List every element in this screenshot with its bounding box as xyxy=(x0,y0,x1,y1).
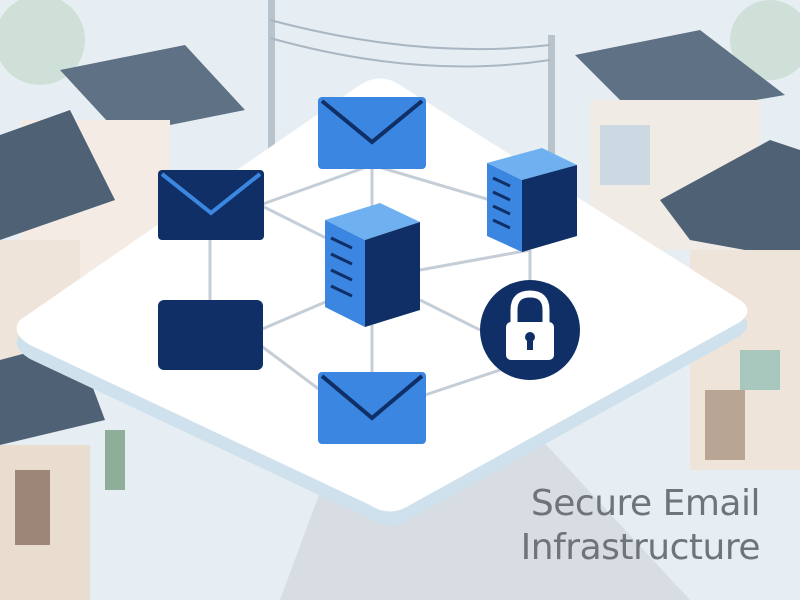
caption-line-1: Secure Email xyxy=(530,483,761,524)
server-icon-center xyxy=(325,203,420,327)
caption-line-2: Infrastructure xyxy=(520,527,761,568)
envelope-icon-left xyxy=(158,170,264,240)
envelope-icon-bottom xyxy=(318,372,426,444)
lock-icon xyxy=(480,280,580,380)
dark-block-icon xyxy=(158,300,263,370)
envelope-icon-top xyxy=(318,97,426,169)
caption: Secure Email Infrastructure xyxy=(520,482,761,570)
server-icon-right xyxy=(487,148,577,252)
